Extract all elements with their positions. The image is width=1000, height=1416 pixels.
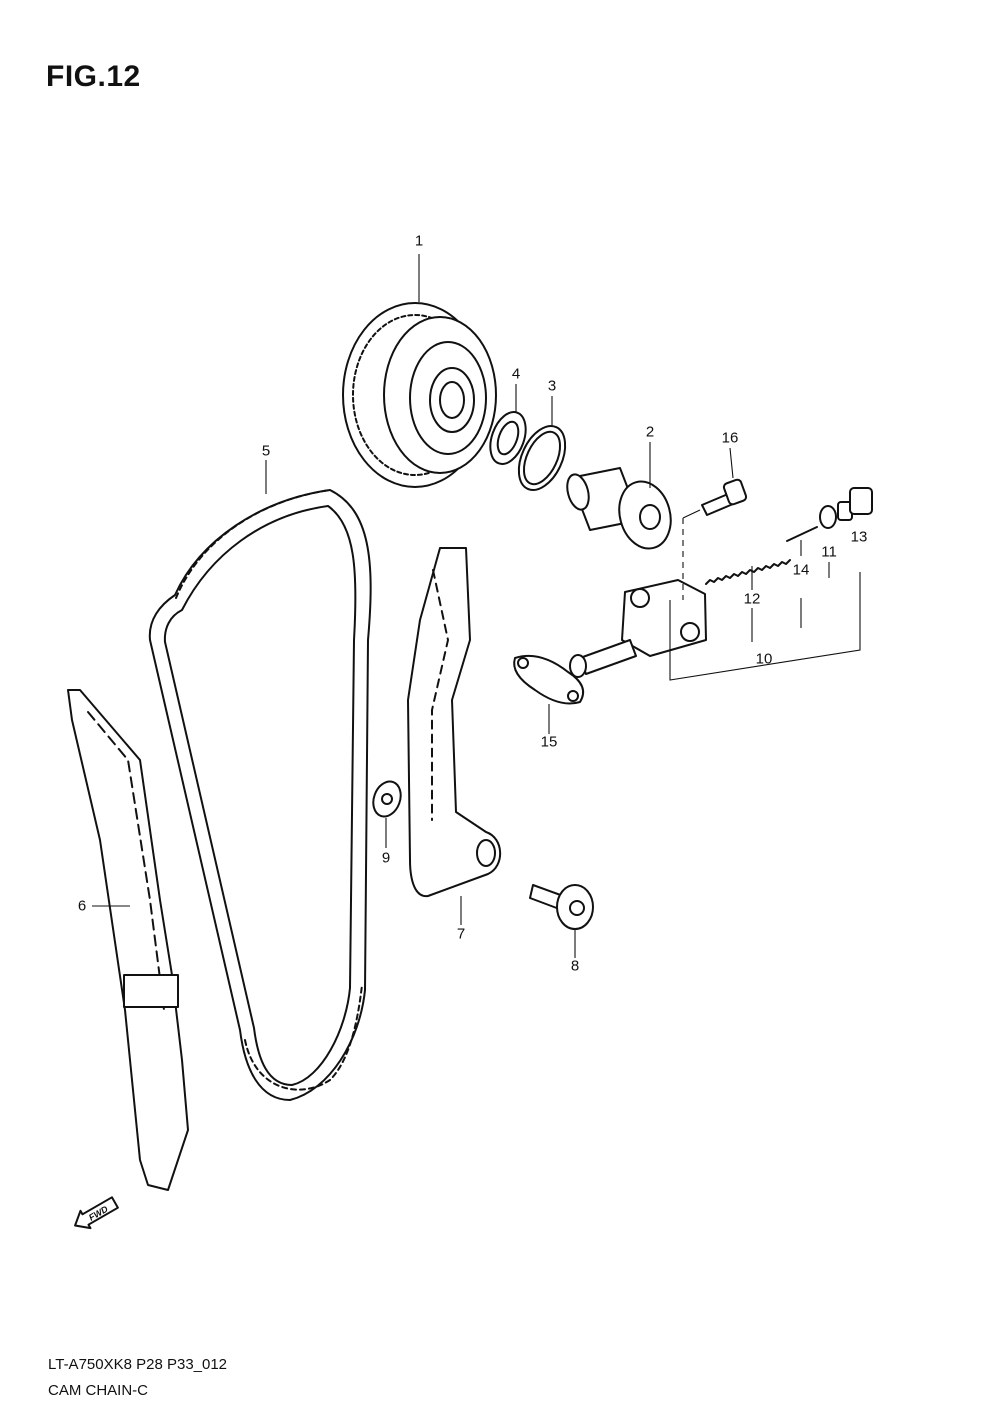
callout-12: 12 — [743, 590, 761, 608]
part-13-plug — [837, 487, 873, 521]
diagram-caption: CAM CHAIN-C — [48, 1382, 148, 1399]
part-5-cam-chain — [148, 489, 372, 1101]
callout-9: 9 — [381, 849, 391, 867]
diagram-code: LT-A750XK8 P28 P33_012 — [48, 1356, 228, 1373]
part-12-spring — [705, 559, 791, 585]
callout-3: 3 — [547, 377, 557, 395]
callout-8: 8 — [570, 957, 580, 975]
callout-6: 6 — [77, 897, 87, 915]
part-1-cam-drive-gear — [342, 302, 497, 488]
part-4-washer — [489, 411, 527, 465]
callout-16: 16 — [721, 429, 739, 447]
figure-title: FIG.12 — [46, 60, 141, 93]
callout-7: 7 — [456, 925, 466, 943]
fwd-arrow-icon: FWD — [74, 1196, 119, 1230]
part-7-chain-guide — [407, 547, 502, 898]
part-10-tensioner — [569, 579, 707, 678]
part-3-o-ring — [517, 425, 567, 491]
leader-lines — [92, 254, 802, 958]
callout-13: 13 — [850, 528, 868, 546]
callout-10: 10 — [755, 650, 773, 668]
part-2-shaft — [566, 467, 672, 550]
callout-2: 2 — [645, 423, 655, 441]
part-15-gasket — [513, 654, 584, 705]
part-16-bolt — [701, 478, 748, 516]
part-11-ring — [819, 505, 837, 529]
part-8-bolt — [529, 884, 594, 930]
callout-11: 11 — [821, 543, 837, 561]
part-14-pin — [786, 526, 818, 542]
callout-14: 14 — [792, 561, 810, 579]
callout-1: 1 — [414, 232, 424, 250]
part-6-chain-guide — [67, 689, 189, 1191]
part-9-washer — [372, 780, 402, 818]
callout-4: 4 — [511, 365, 521, 383]
callout-5: 5 — [261, 442, 271, 460]
callout-15: 15 — [540, 733, 558, 751]
callout-bracket-10 — [669, 509, 861, 681]
